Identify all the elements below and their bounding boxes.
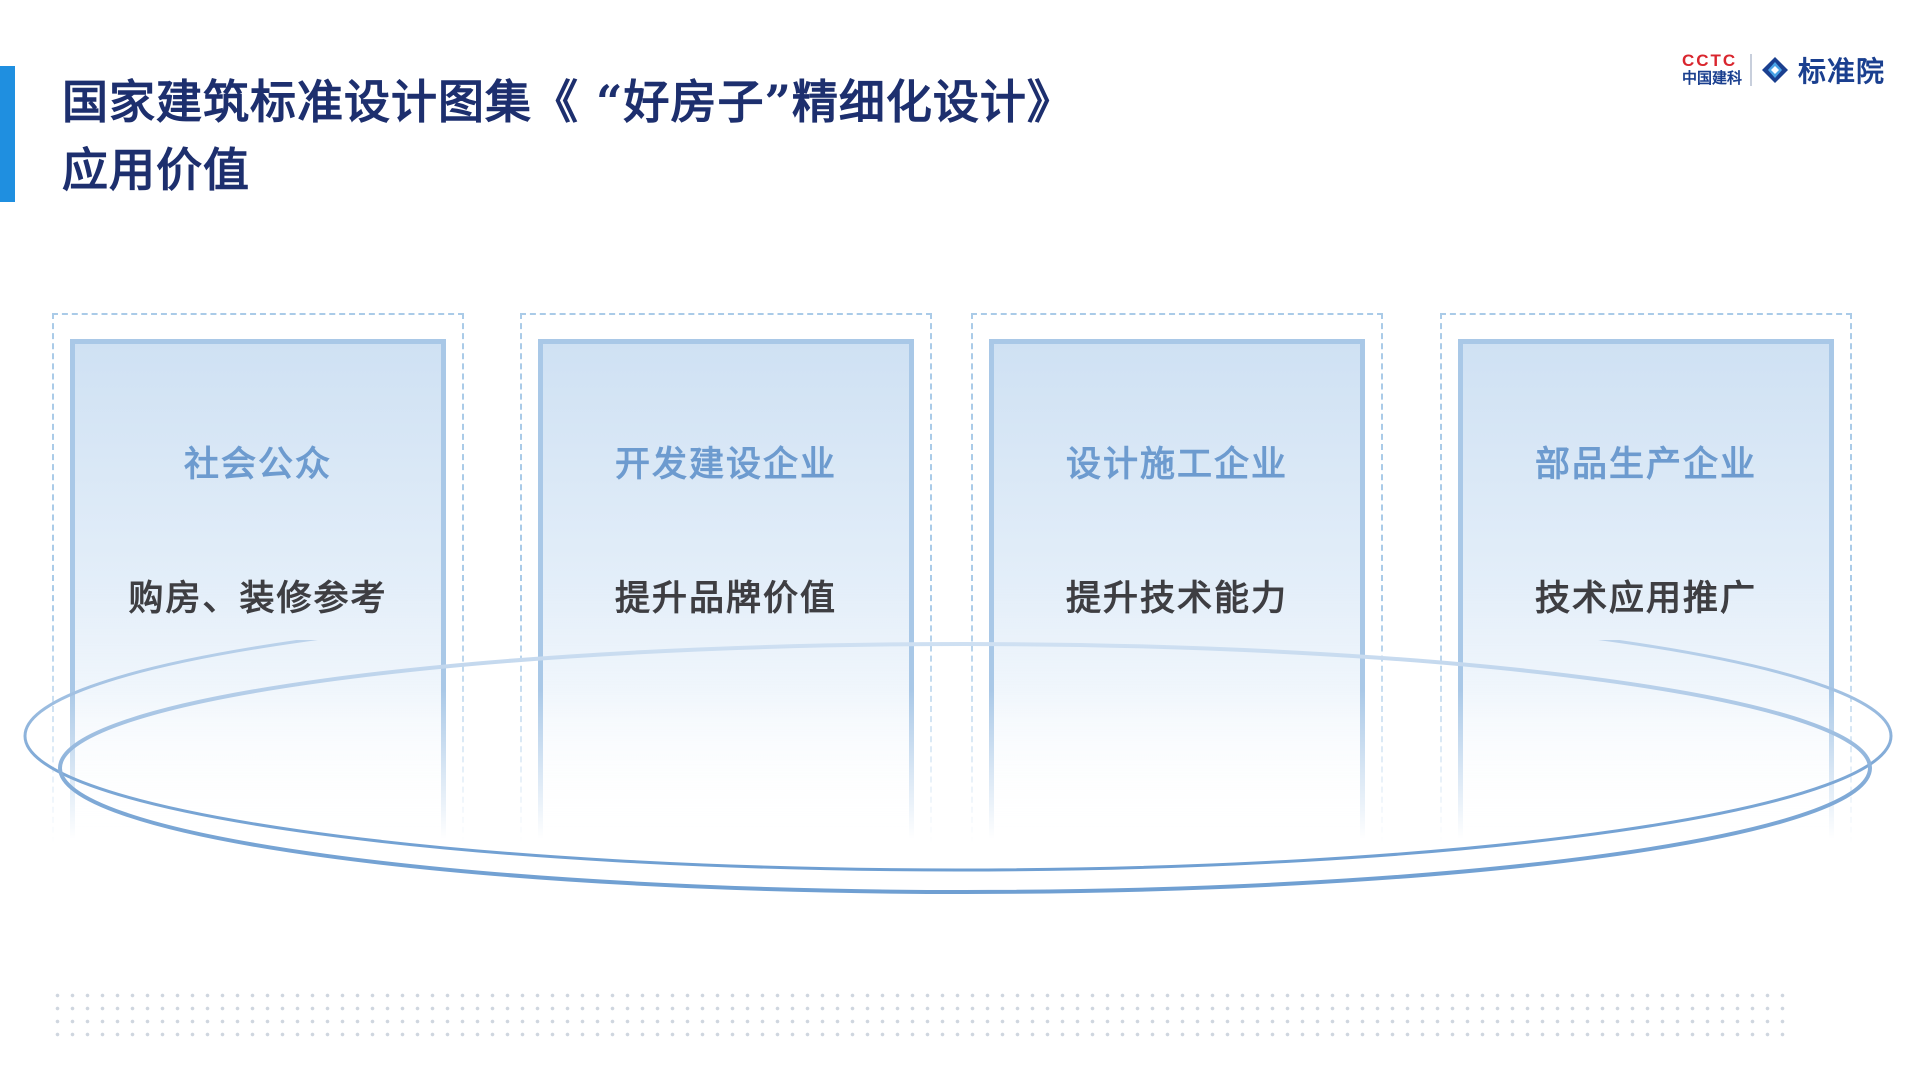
card-value: 购房、装修参考 — [128, 578, 388, 619]
brand-logo: CCTC 中国建科 标准院 — [1682, 50, 1885, 90]
institute-name: 标准院 — [1797, 55, 1885, 88]
card-title: 社会公众 — [183, 444, 332, 485]
card-panel: 开发建设企业 提升品牌价值 — [538, 339, 914, 839]
page-title-line-2: 应用价值 — [62, 143, 250, 197]
cnbm-logo-mark: CCTC — [1681, 51, 1738, 70]
card-dashed-frame — [1440, 313, 1852, 843]
cnbm-logo-text: 中国建科 — [1681, 69, 1742, 87]
card-dashed-frame — [971, 313, 1383, 843]
accent-bar — [0, 66, 15, 202]
card-title: 设计施工企业 — [1065, 444, 1288, 485]
page-title: 国家建筑标准设计图集《 “好房子”精细化设计》 应用价值 — [62, 68, 1074, 204]
dot-pattern — [50, 989, 1790, 1041]
card-title: 部品生产企业 — [1534, 444, 1757, 485]
card-title: 开发建设企业 — [614, 444, 837, 485]
card-design-construction: 设计施工企业 提升技术能力 — [971, 313, 1383, 843]
page-title-line-1: 国家建筑标准设计图集《 “好房子”精细化设计》 — [62, 75, 1074, 129]
cnbm-logo: CCTC 中国建科 — [1681, 51, 1742, 87]
card-panel: 部品生产企业 技术应用推广 — [1458, 339, 1834, 839]
logo-divider — [1749, 54, 1752, 86]
card-component-manufacturers: 部品生产企业 技术应用推广 — [1440, 313, 1852, 843]
card-public: 社会公众 购房、装修参考 — [52, 313, 464, 843]
institute-logo-icon — [1761, 57, 1788, 83]
card-value: 提升品牌价值 — [614, 578, 837, 619]
card-value: 提升技术能力 — [1065, 578, 1288, 619]
card-panel: 社会公众 购房、装修参考 — [70, 339, 446, 839]
card-dashed-frame — [52, 313, 464, 843]
card-dashed-frame — [520, 313, 932, 843]
card-value: 技术应用推广 — [1534, 578, 1757, 619]
card-panel: 设计施工企业 提升技术能力 — [989, 339, 1365, 839]
card-developers: 开发建设企业 提升品牌价值 — [520, 313, 932, 843]
